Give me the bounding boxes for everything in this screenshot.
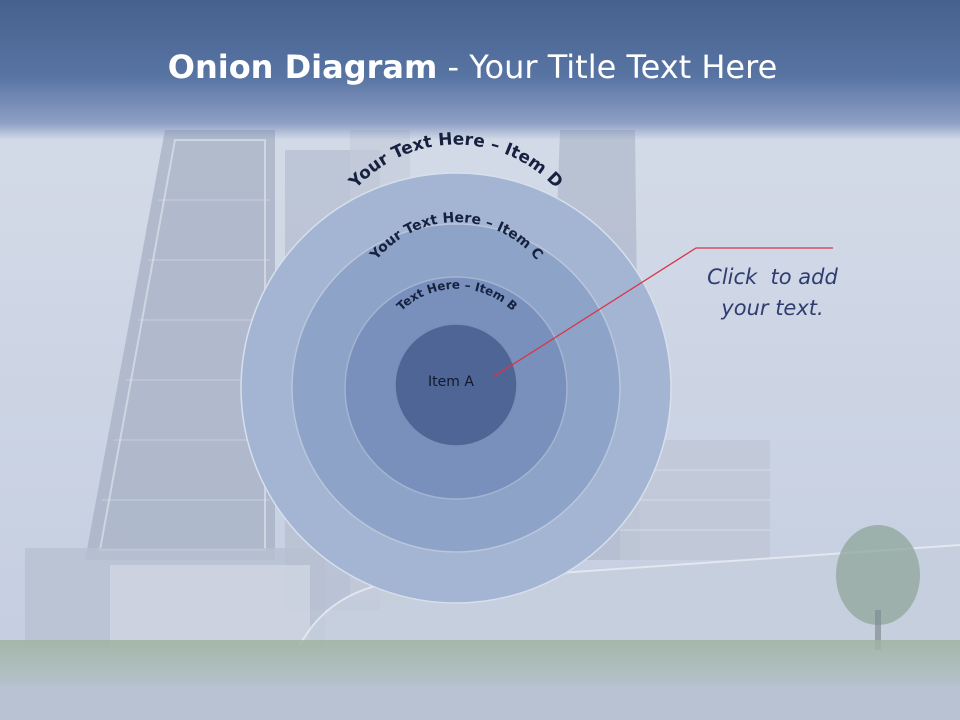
callout-connector	[492, 247, 833, 378]
layer-a-core[interactable]	[394, 323, 518, 447]
slide-title-bold: Onion Diagram	[167, 48, 438, 86]
callout-text[interactable]: Click to add your text.	[690, 262, 855, 324]
layer-a-label: Item A	[428, 374, 474, 390]
title-bar	[0, 0, 960, 140]
slide-title[interactable]: Onion Diagram - Your Title Text Here	[0, 48, 945, 86]
callout-line-1: Click to add	[707, 265, 838, 289]
callout-line-2: your text.	[721, 296, 824, 320]
slide-title-rest: - Your Title Text Here	[437, 48, 778, 86]
